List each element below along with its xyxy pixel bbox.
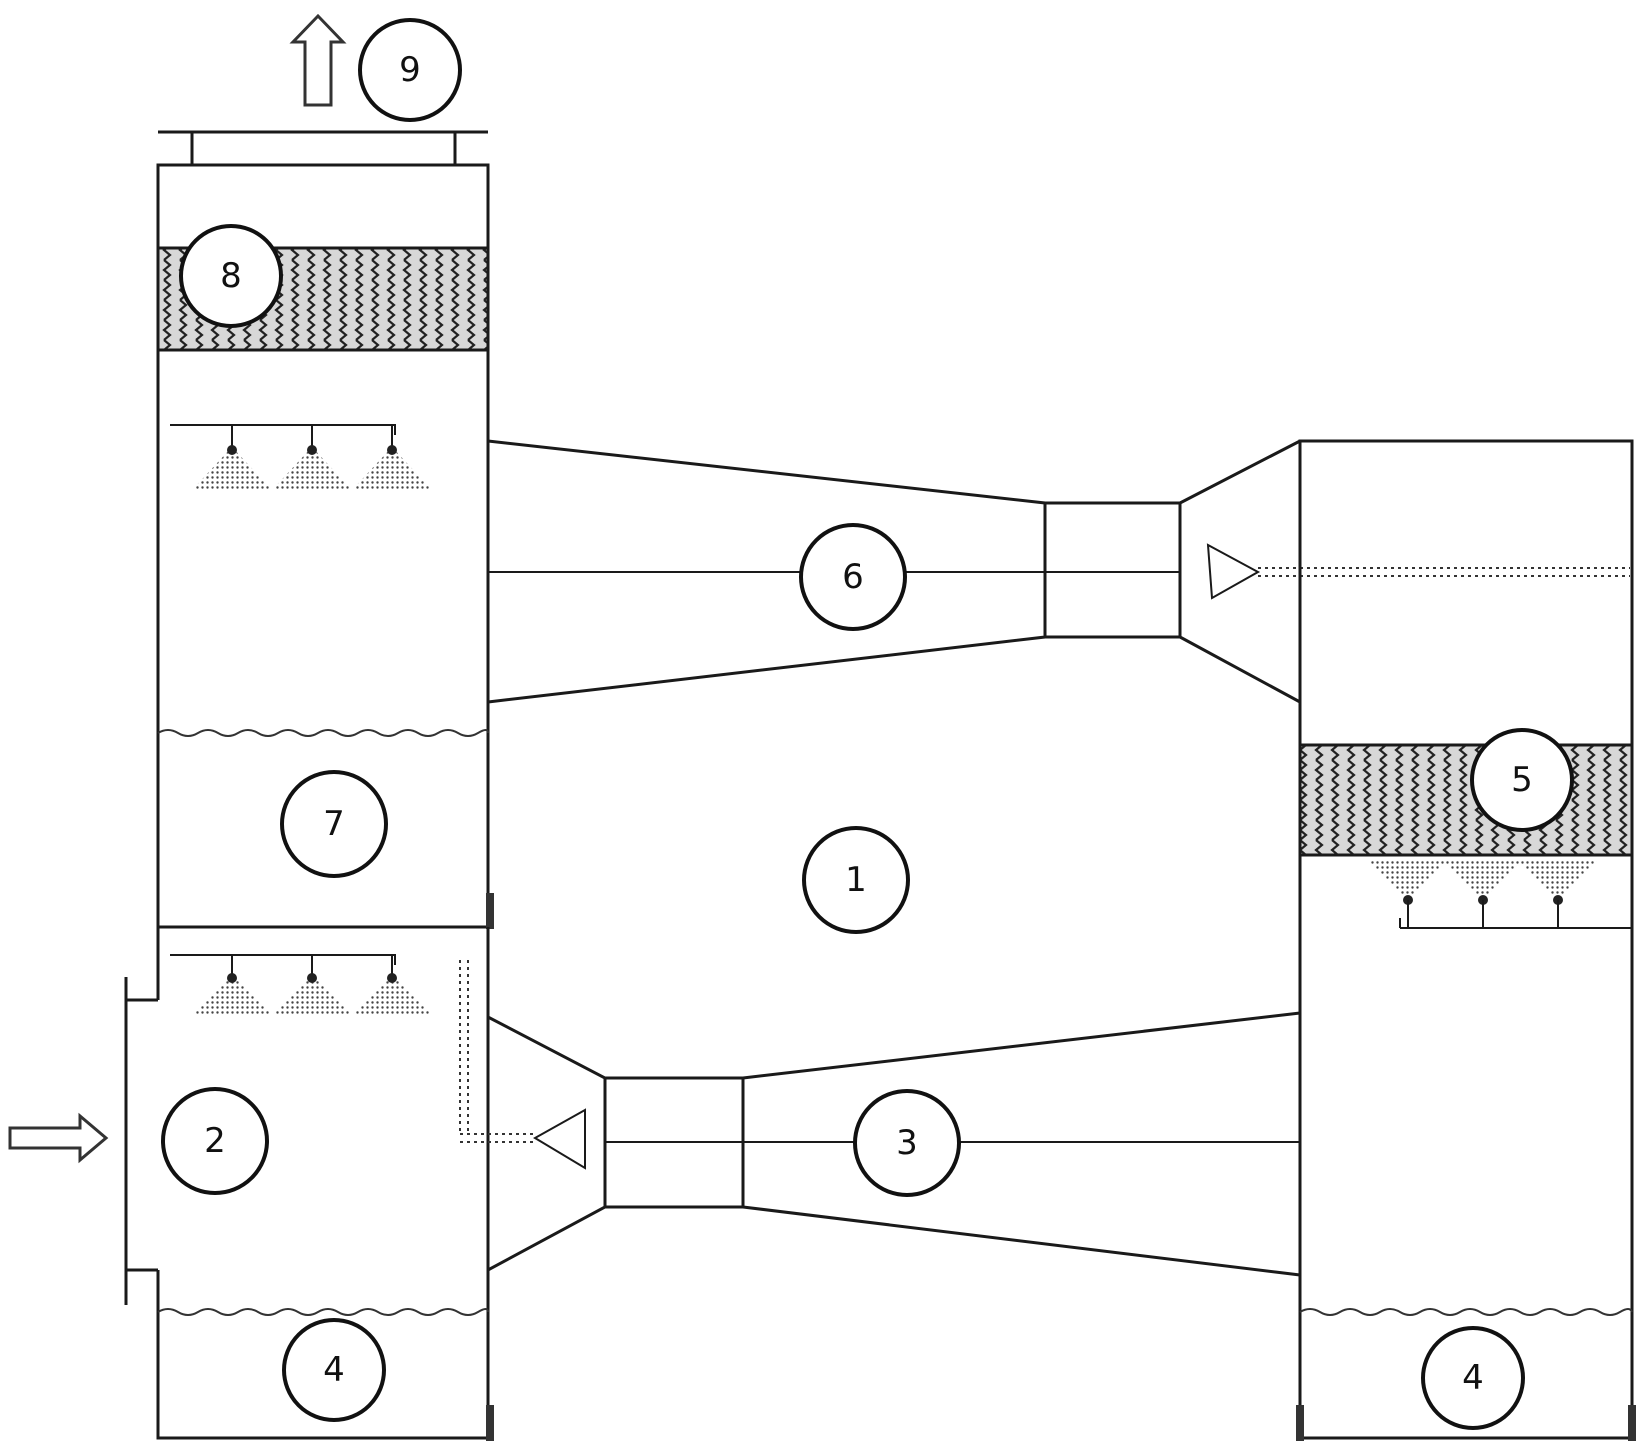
callout-4-left: 4 xyxy=(284,1320,384,1420)
upper-spray-header xyxy=(170,425,432,490)
callout-7: 7 xyxy=(282,772,386,876)
callout-8: 8 xyxy=(181,226,281,326)
svg-text:9: 9 xyxy=(399,50,421,90)
svg-text:4: 4 xyxy=(323,1350,345,1390)
callout-5: 5 xyxy=(1472,730,1572,830)
left-sump-liquid-level xyxy=(158,1309,488,1315)
svg-text:5: 5 xyxy=(1511,760,1533,800)
callout-6: 6 xyxy=(801,525,905,629)
upper-venturi-duct xyxy=(488,441,1630,702)
upper-sump-liquid-level xyxy=(158,730,488,736)
lower-dotted-pipe xyxy=(460,960,468,1135)
svg-text:6: 6 xyxy=(842,557,864,597)
svg-text:7: 7 xyxy=(323,804,345,844)
inlet-arrow-icon xyxy=(10,1116,106,1160)
right-sump-liquid-level xyxy=(1300,1309,1632,1315)
callout-1: 1 xyxy=(804,828,908,932)
svg-text:1: 1 xyxy=(845,860,867,900)
svg-text:4: 4 xyxy=(1462,1358,1484,1398)
right-packing xyxy=(1300,745,1632,855)
right-tower xyxy=(1296,441,1636,1441)
callout-9: 9 xyxy=(360,20,460,120)
lower-spray-header xyxy=(170,955,432,1015)
right-spray-header xyxy=(1368,860,1632,928)
svg-text:2: 2 xyxy=(204,1121,226,1161)
callout-4-right: 4 xyxy=(1423,1328,1523,1428)
svg-text:3: 3 xyxy=(896,1123,918,1163)
svg-text:8: 8 xyxy=(220,256,242,296)
callout-2: 2 xyxy=(163,1089,267,1193)
outlet-arrow-icon xyxy=(293,16,343,105)
callout-3: 3 xyxy=(855,1091,959,1195)
